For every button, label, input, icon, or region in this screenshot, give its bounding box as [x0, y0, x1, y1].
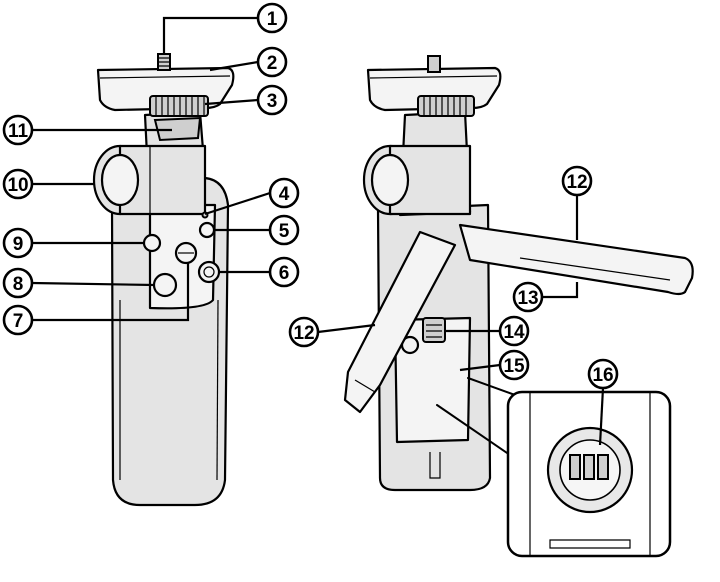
svg-text:8: 8	[13, 274, 24, 295]
svg-text:7: 7	[13, 311, 24, 332]
callout-2: 2	[258, 48, 286, 76]
grip-front-view	[94, 54, 233, 505]
screw-wheel[interactable]	[150, 96, 208, 116]
svg-text:5: 5	[279, 221, 290, 242]
callout-14: 14	[500, 317, 528, 345]
callout-13: 13	[514, 283, 542, 311]
svg-text:1: 1	[267, 9, 278, 30]
svg-text:9: 9	[13, 234, 24, 255]
callout-7: 7	[4, 306, 32, 334]
svg-text:14: 14	[503, 322, 525, 343]
svg-text:4: 4	[279, 184, 290, 205]
zoom-button[interactable]	[144, 235, 160, 251]
svg-text:2: 2	[267, 53, 278, 74]
battery-terminal	[548, 428, 632, 512]
inset-detail	[508, 392, 670, 556]
svg-text:12: 12	[293, 323, 314, 344]
shutter-button[interactable]	[154, 274, 176, 296]
record-button[interactable]	[200, 223, 214, 237]
callout-3: 3	[258, 86, 286, 114]
callout-12-left: 12	[290, 318, 318, 346]
callout-16: 16	[589, 360, 617, 388]
callout-12-right: 12	[563, 167, 591, 195]
svg-text:10: 10	[7, 175, 28, 196]
callout-5: 5	[270, 216, 298, 244]
angle-adjust-knob[interactable]	[94, 146, 205, 214]
callout-11: 11	[4, 116, 32, 144]
mode-button[interactable]	[199, 262, 219, 282]
svg-text:6: 6	[279, 263, 290, 284]
callout-6: 6	[270, 258, 298, 286]
cover-lock-tab[interactable]	[423, 318, 445, 342]
svg-text:13: 13	[517, 288, 538, 309]
svg-text:16: 16	[592, 365, 613, 386]
top-mount	[98, 54, 233, 116]
callout-10: 10	[4, 170, 32, 198]
callout-1: 1	[258, 4, 286, 32]
svg-text:15: 15	[503, 356, 525, 377]
svg-text:11: 11	[8, 121, 29, 142]
svg-text:12: 12	[566, 172, 587, 193]
callout-4: 4	[270, 179, 298, 207]
callout-9: 9	[4, 229, 32, 257]
callout-8: 8	[4, 269, 32, 297]
callout-15: 15	[500, 351, 528, 379]
svg-text:3: 3	[267, 91, 278, 112]
